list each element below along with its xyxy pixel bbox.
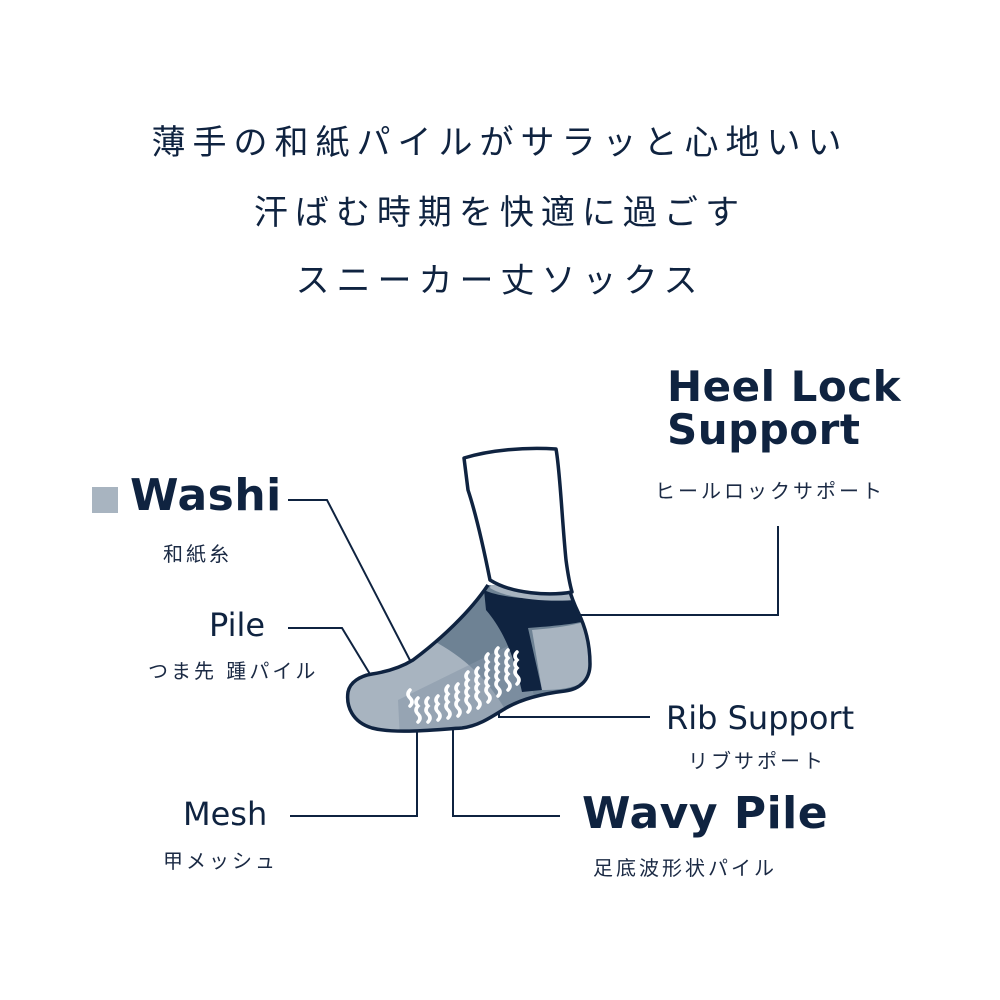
headline-line-2: 汗ばむ時期を快適に過ごす — [253, 193, 747, 233]
pile-sublabel: つま先 踵パイル — [148, 659, 319, 683]
rib-support-sublabel: リブサポート — [688, 749, 826, 773]
heel-lock-label-line-1: Heel Lock — [667, 362, 902, 411]
rib-support-label: Rib Support — [666, 699, 855, 737]
mesh-label: Mesh — [183, 795, 268, 833]
sock-leg — [462, 446, 574, 596]
wavy-pile-pattern — [406, 646, 521, 724]
mesh-sublabel: 甲メッシュ — [163, 849, 278, 873]
headline-line-1: 薄手の和紙パイルがサラッと心地いい — [151, 123, 849, 163]
washi-sublabel: 和紙糸 — [163, 542, 232, 566]
sock-foot-outline — [345, 584, 592, 733]
pile-label: Pile — [209, 606, 266, 644]
heel-lock-label-line-2: Support — [667, 405, 861, 454]
heel-lock-leader-line — [575, 526, 779, 616]
wavy-pile-sublabel: 足底波形状パイル — [593, 856, 777, 880]
wavy-pile-label: Wavy Pile — [582, 788, 829, 839]
washi-color-swatch — [92, 487, 118, 513]
wavy-pile-leader-line — [452, 728, 560, 817]
pile-leader-line — [288, 627, 377, 685]
washi-leader-line — [288, 499, 416, 671]
headline-line-3: スニーカー丈ソックス — [295, 261, 705, 301]
washi-label: Washi — [130, 470, 282, 521]
heel-lock-sublabel: ヒールロックサポート — [655, 479, 885, 503]
